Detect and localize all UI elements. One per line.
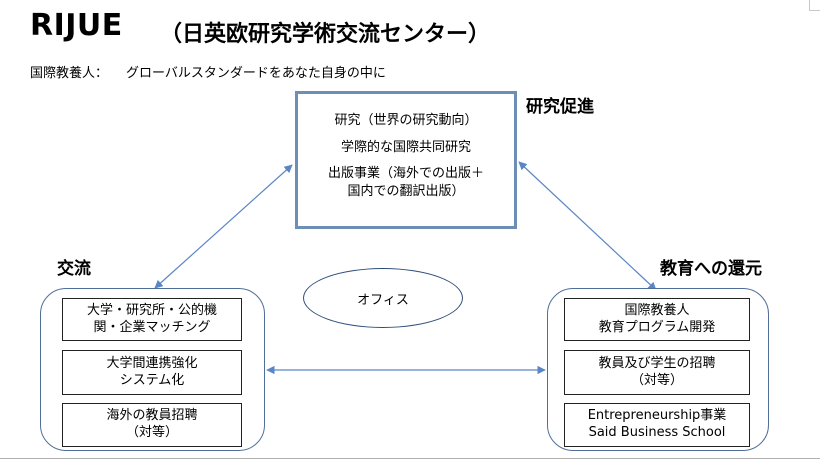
education-item-entrepreneurship: Entrepreneurship事業 Said Business School: [564, 403, 750, 447]
education-label: 教育への還元: [660, 259, 762, 279]
office-label: オフィス: [357, 292, 409, 308]
item-line: Entrepreneurship事業: [587, 408, 727, 424]
tagline-text: グローバルスタンダードをあなた自身の中に: [126, 66, 386, 81]
arrow-center-left: [154, 164, 293, 289]
page-subtitle: （日英欧研究学術交流センター）: [160, 22, 491, 47]
item-line: （対等）: [125, 425, 178, 440]
exchange-group: 大学・研究所・公的機 関・企業マッチング 大学間連携強化 システム化 海外の教員…: [40, 288, 265, 451]
window-corner: [809, 0, 820, 11]
research-line: 国内での翻訳出版）: [347, 183, 465, 199]
research-line: 出版事業（海外での出版＋: [327, 166, 484, 182]
item-line: （対等）: [630, 372, 683, 388]
page-title: RIJUE: [30, 8, 123, 43]
item-line: 海外の教員招聘: [106, 408, 198, 424]
research-line: 学際的な国際共同研究: [340, 139, 471, 155]
item-line: システム化: [119, 372, 185, 388]
item-line: 国際教養人: [624, 302, 690, 318]
office-ellipse: オフィス: [303, 268, 463, 328]
research-box: 研究（世界の研究動向） 学際的な国際共同研究 出版事業（海外での出版＋ 国内での…: [295, 91, 517, 229]
research-label: 研究促進: [526, 97, 594, 117]
item-line: 大学間連携強化: [106, 355, 198, 371]
education-item-invitation: 教員及び学生の招聘 （対等）: [564, 350, 750, 395]
bottom-divider: [0, 458, 820, 459]
tagline: 国際教養人： グローバルスタンダードをあなた自身の中に: [30, 62, 386, 81]
tagline-label: 国際教養人：: [30, 66, 109, 81]
education-group: 国際教養人 教育プログラム開発 教員及び学生の招聘 （対等） Entrepren…: [547, 288, 769, 451]
item-line: 教員及び学生の招聘: [598, 355, 716, 371]
item-line: Said Business School: [588, 425, 726, 440]
item-line: 関・企業マッチング: [93, 319, 211, 335]
exchange-item-matching: 大学・研究所・公的機 関・企業マッチング: [62, 298, 242, 341]
research-line: 研究（世界の研究動向）: [334, 113, 478, 128]
exchange-item-university: 大学間連携強化 システム化: [62, 350, 242, 395]
arrow-center-right: [518, 161, 657, 291]
exchange-label: 交流: [57, 259, 91, 279]
item-line: 大学・研究所・公的機: [86, 302, 217, 318]
item-line: 教育プログラム開発: [598, 319, 716, 335]
education-item-program: 国際教養人 教育プログラム開発: [564, 298, 750, 341]
exchange-item-faculty: 海外の教員招聘 （対等）: [62, 403, 242, 447]
